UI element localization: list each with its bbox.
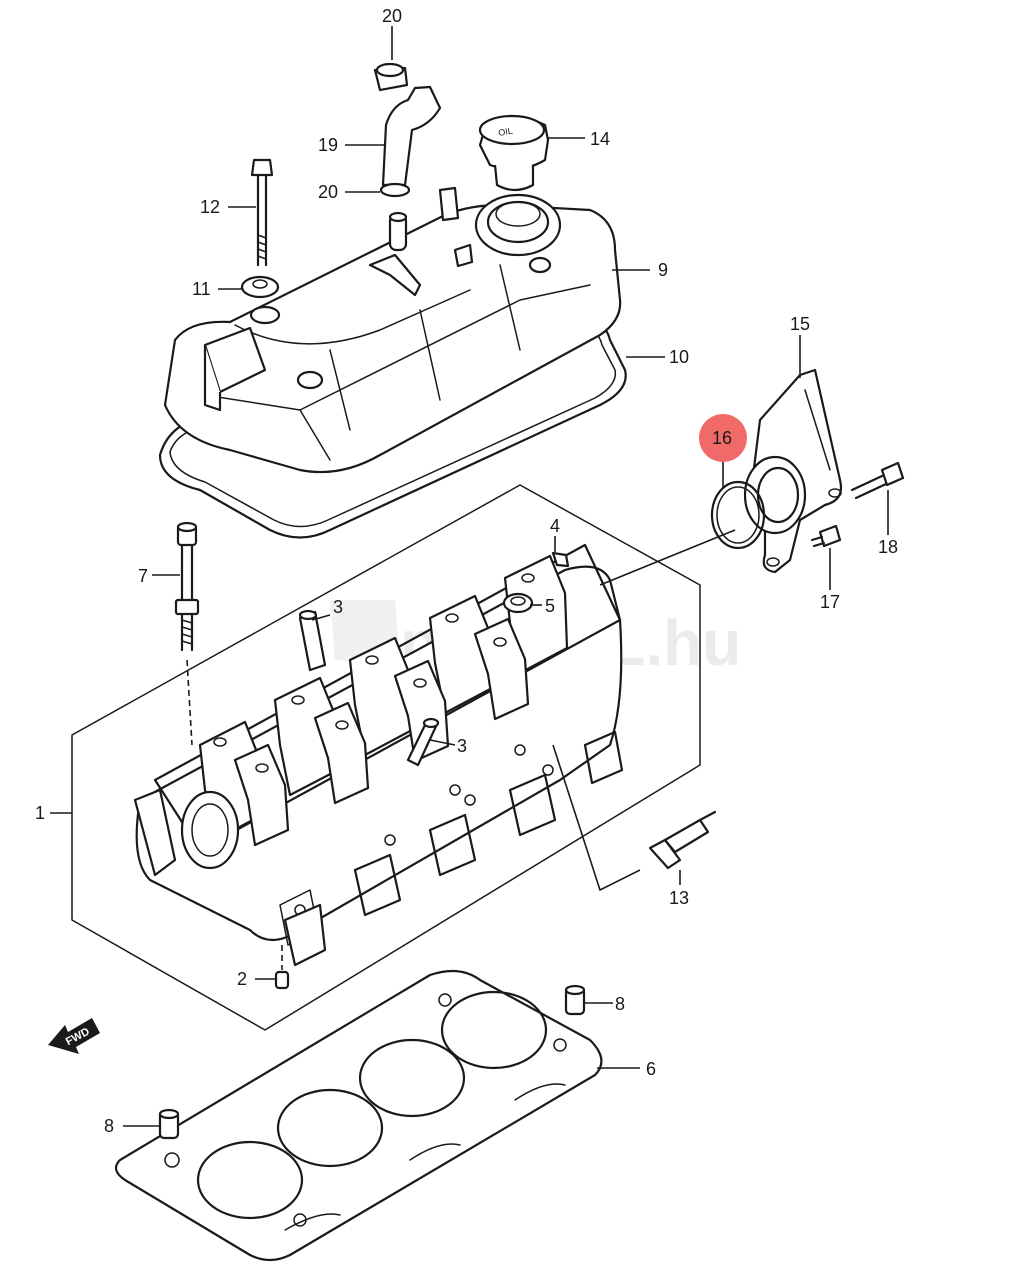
cover-washer[interactable] — [240, 275, 280, 299]
breather-hose[interactable] — [373, 62, 442, 198]
oil-cap-text: OIL — [497, 126, 513, 138]
label-4[interactable]: 4 — [550, 516, 560, 536]
dowel-pin-lower[interactable] — [406, 717, 440, 767]
label-8-lower[interactable]: 8 — [104, 1116, 114, 1136]
cover-bolt[interactable] — [250, 158, 274, 267]
label-3-upper[interactable]: 3 — [333, 597, 343, 617]
plug[interactable] — [551, 551, 570, 568]
oil-cap[interactable]: OIL — [478, 114, 550, 192]
part-labels: 20 19 20 14 12 11 9 10 15 16 18 17 4 5 7… — [35, 6, 898, 1136]
label-1[interactable]: 1 — [35, 803, 45, 823]
leader-lines — [50, 26, 889, 1127]
label-12[interactable]: 12 — [200, 197, 220, 217]
spark-plug[interactable] — [648, 810, 717, 870]
label-8-upper[interactable]: 8 — [615, 994, 625, 1014]
head-gasket[interactable] — [114, 969, 603, 1262]
distributor-case[interactable] — [743, 368, 843, 574]
label-3-lower[interactable]: 3 — [457, 736, 467, 756]
label-13[interactable]: 13 — [669, 888, 689, 908]
gasket-dowel-lower[interactable] — [158, 1108, 180, 1140]
case-bolt-short[interactable] — [810, 524, 842, 548]
cylinder-head-frame — [71, 484, 701, 1031]
cylinder-head[interactable] — [133, 543, 624, 967]
label-7[interactable]: 7 — [138, 566, 148, 586]
head-dowel[interactable] — [274, 970, 290, 990]
label-20-top[interactable]: 20 — [382, 6, 402, 26]
label-6[interactable]: 6 — [646, 1059, 656, 1079]
label-18[interactable]: 18 — [878, 537, 898, 557]
head-bolt[interactable] — [174, 521, 200, 746]
label-11[interactable]: 11 — [192, 279, 211, 299]
label-19[interactable]: 19 — [318, 135, 338, 155]
label-20-bottom[interactable]: 20 — [318, 182, 338, 202]
label-14[interactable]: 14 — [590, 129, 610, 149]
o-ring[interactable] — [710, 480, 766, 550]
gasket-dowel-upper[interactable] — [564, 984, 586, 1016]
label-5[interactable]: 5 — [545, 596, 555, 616]
highlight-circle — [699, 414, 747, 462]
label-16[interactable]: 16 — [712, 428, 732, 448]
label-15[interactable]: 15 — [790, 314, 810, 334]
label-17[interactable]: 17 — [820, 592, 840, 612]
label-2[interactable]: 2 — [237, 969, 247, 989]
case-bolt-long[interactable] — [850, 461, 905, 500]
label-9[interactable]: 9 — [658, 260, 668, 280]
oil-seal[interactable] — [502, 592, 534, 614]
dowel-pin-upper[interactable] — [298, 609, 327, 672]
rocker-cover[interactable] — [158, 186, 627, 539]
fwd-arrow-icon: FWD — [48, 1018, 100, 1054]
label-10[interactable]: 10 — [669, 347, 689, 367]
